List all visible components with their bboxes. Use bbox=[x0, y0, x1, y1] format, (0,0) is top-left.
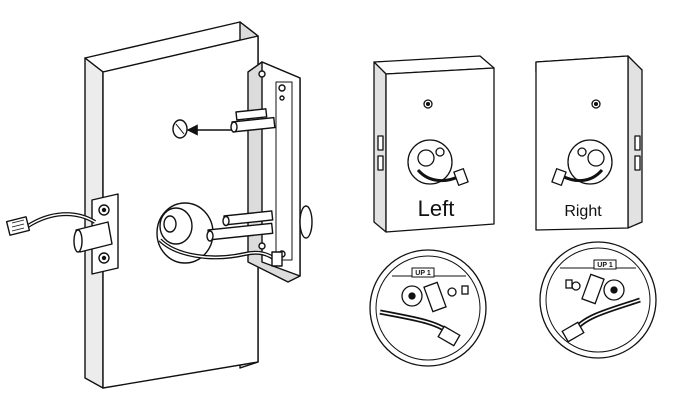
right-panel-label: Right bbox=[564, 203, 602, 220]
left-handing-panel bbox=[373, 55, 495, 233]
left-panel-label: Left bbox=[418, 196, 455, 221]
back-plate bbox=[247, 61, 313, 283]
latch-cable bbox=[26, 212, 97, 228]
right-zoom-detail bbox=[539, 241, 657, 359]
mounting-posts bbox=[206, 108, 276, 242]
main-cable bbox=[158, 238, 283, 267]
right-handing-panel bbox=[535, 55, 643, 231]
right-zoom-badge: UP 1 bbox=[597, 262, 613, 269]
door-assembly bbox=[5, 21, 313, 389]
left-zoom-detail bbox=[369, 249, 487, 367]
upper-mounting-hole bbox=[172, 119, 188, 139]
cable-connector bbox=[5, 216, 31, 236]
latch-faceplate bbox=[73, 193, 119, 275]
left-zoom-badge: UP 1 bbox=[415, 270, 431, 277]
